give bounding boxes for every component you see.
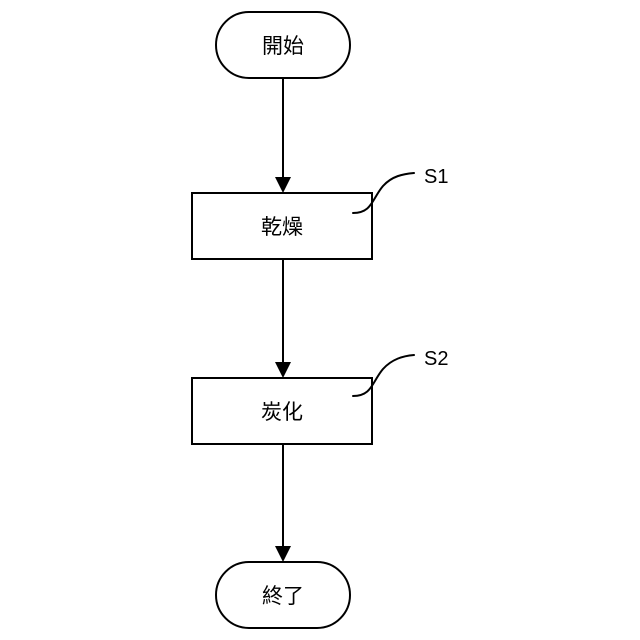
node-step1[interactable]: 乾燥 <box>191 192 373 260</box>
end-node-label: 終了 <box>262 584 304 608</box>
step2-node-label: 炭化 <box>261 400 303 424</box>
start-node-label: 開始 <box>262 34 304 58</box>
step1-node-label: 乾燥 <box>261 215 303 239</box>
callout-s1-group: S1 <box>352 166 448 214</box>
connector-step1-to-step2 <box>275 259 291 378</box>
node-end[interactable]: 終了 <box>215 561 351 629</box>
s2-step-label: S2 <box>424 348 448 370</box>
connector-start-to-step1 <box>275 78 291 193</box>
s1-step-label: S1 <box>424 166 448 188</box>
s1-leader-line-icon <box>352 172 415 214</box>
callout-s2-group: S2 <box>352 348 448 397</box>
node-start[interactable]: 開始 <box>215 11 351 79</box>
arrowhead-icon-2 <box>275 362 291 378</box>
s2-leader-line-icon <box>352 354 415 397</box>
connector-step2-to-end <box>275 444 291 562</box>
node-step2[interactable]: 炭化 <box>191 377 373 445</box>
arrowhead-icon-3 <box>275 546 291 562</box>
end-stadium-shape <box>215 561 351 629</box>
step2-box-shape <box>191 377 373 445</box>
step1-box-shape <box>191 192 373 260</box>
arrowhead-icon-1 <box>275 177 291 193</box>
